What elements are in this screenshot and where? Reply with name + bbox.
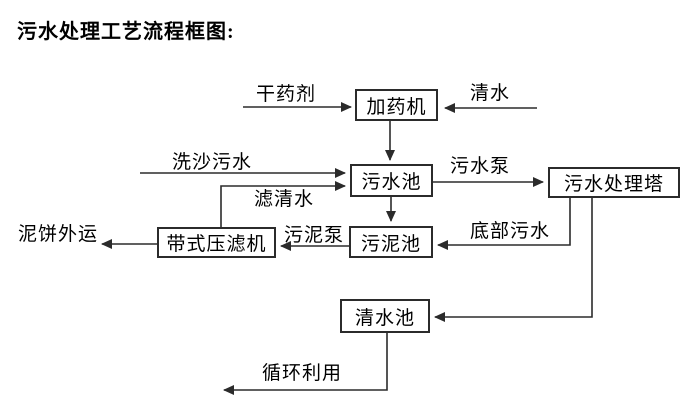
flow-label-sewage-pump: 污水泵 [450,156,511,177]
node-treatment-tower: 污水处理塔 [548,167,680,198]
node-belt-filter-press: 带式压滤机 [157,227,276,258]
flow-label-clean-water: 清水 [470,83,511,104]
edge-filtered-water-arrow [220,181,346,227]
node-dosing-machine: 加药机 [355,89,438,121]
edge-tower-to-clean-arrow [434,198,593,322]
node-sewage-pool: 污水池 [350,164,433,197]
flow-label-bottom-sewage: 底部污水 [470,221,551,242]
flow-label-sand-washing-sewage: 洗沙污水 [172,152,253,173]
flow-label-mud-cake-out: 泥饼外运 [18,224,99,245]
flow-label-recycling: 循环利用 [262,363,343,384]
edge-recycling-arrow [223,333,388,395]
node-clean-water-pool: 清水池 [340,299,430,333]
node-sludge-pool: 污泥池 [349,226,433,258]
flow-label-dry-agent: 干药剂 [256,84,317,105]
diagram-title: 污水处理工艺流程框图: [17,21,235,43]
flow-label-filtered-water: 滤清水 [254,189,315,210]
flow-label-sludge-pump: 污泥泵 [284,225,345,246]
edge-bottom-sewage-arrow [437,198,571,250]
